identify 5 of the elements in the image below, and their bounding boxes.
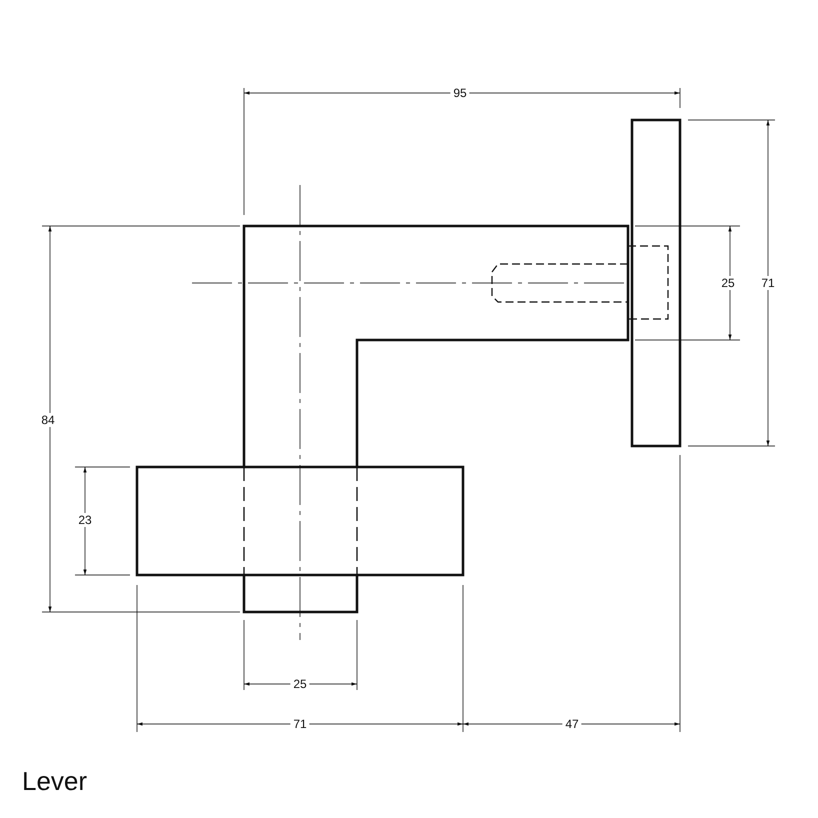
dimension-label: 71	[290, 717, 310, 731]
caption-text: Lever	[22, 766, 88, 797]
dimension-label: 47	[562, 717, 582, 731]
dimension-label: 25	[290, 677, 310, 691]
dimension-label: 95	[450, 86, 470, 100]
